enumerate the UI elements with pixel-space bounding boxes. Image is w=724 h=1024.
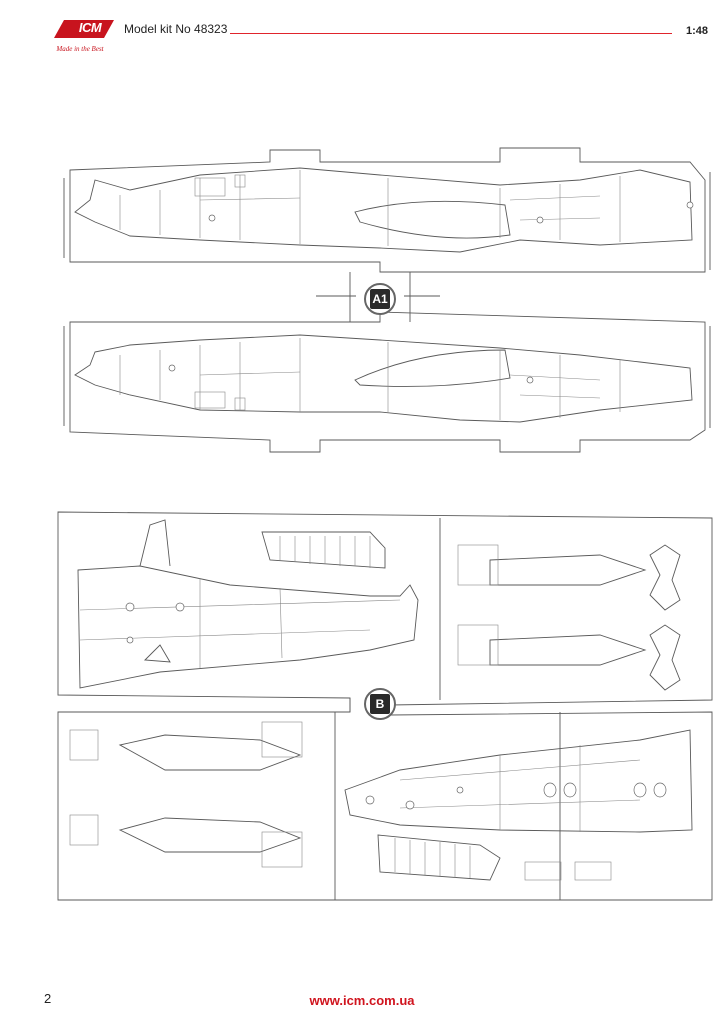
nacelle-parts-top-right xyxy=(457,544,681,691)
logo-banner-icon xyxy=(54,20,114,38)
sprue-a1-badge: A1 xyxy=(364,283,396,315)
website-link: www.icm.com.ua xyxy=(309,993,415,1008)
scale-label: 1:48 xyxy=(685,25,708,37)
sprue-a1-label: A1 xyxy=(370,289,390,309)
wing-upper-left xyxy=(77,519,419,689)
page-number: 2 xyxy=(44,991,52,1006)
aileron-top xyxy=(261,531,386,569)
wing-lower-right xyxy=(344,729,693,833)
sprue-b-badge: B xyxy=(364,688,396,720)
icm-logo: ICM Made in the Best xyxy=(44,18,116,58)
logo-tagline: Made in the Best xyxy=(56,45,104,53)
fuselage-half-bottom xyxy=(74,334,693,423)
aileron-bottom xyxy=(377,834,501,881)
small-parts-bottom xyxy=(524,861,612,881)
sprue-a1-frame xyxy=(63,147,711,453)
logo-text: ICM xyxy=(78,20,102,35)
sprue-b-label: B xyxy=(370,694,390,714)
model-kit-number: Model kit No 48323 xyxy=(124,22,228,36)
nacelle-parts-bottom-left xyxy=(69,721,303,868)
fuselage-half-top xyxy=(74,167,694,253)
header-rule xyxy=(230,33,672,34)
